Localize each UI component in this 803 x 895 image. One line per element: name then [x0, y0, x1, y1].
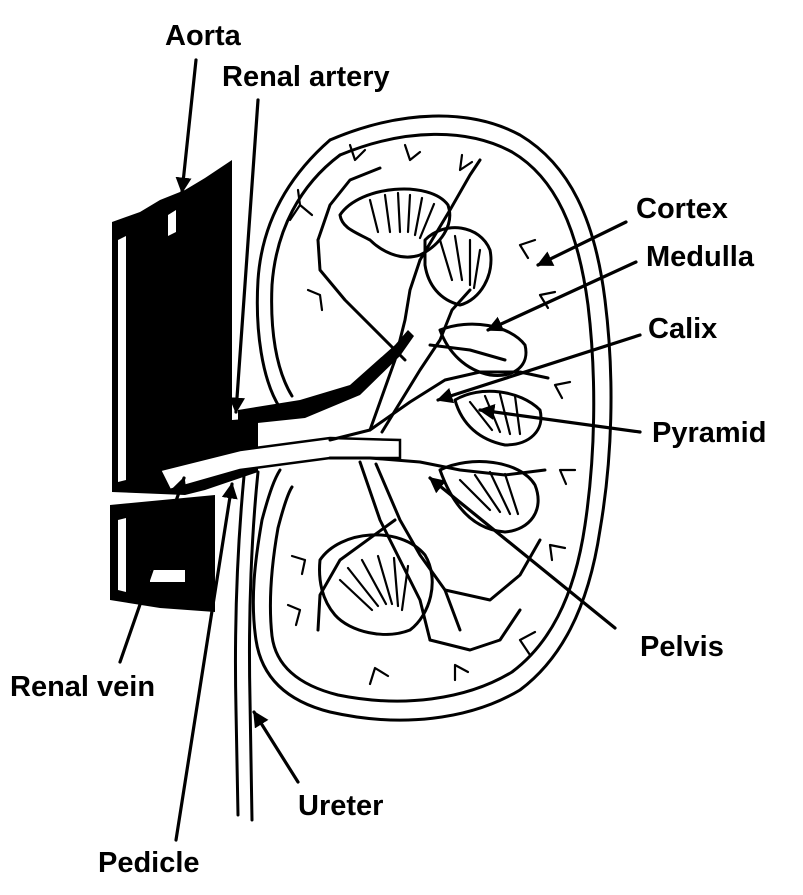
label-ureter: Ureter: [298, 790, 383, 822]
label-cortex: Cortex: [636, 193, 728, 225]
renal-vein-pointer: [118, 476, 187, 664]
pointer-lines: [118, 58, 642, 842]
kidney-capsule: [251, 114, 613, 722]
ureter-pointer: [252, 710, 300, 784]
label-medulla: Medulla: [646, 241, 755, 273]
label-renal-artery: Renal artery: [222, 61, 390, 93]
label-calix: Calix: [648, 313, 717, 345]
upper-pyramid: [338, 187, 493, 307]
ureter-tube: [233, 470, 260, 822]
aorta-vessel: [110, 160, 258, 612]
renal-artery-branch: [238, 330, 414, 425]
aorta-pointer: [175, 58, 198, 194]
pelvis-pointer: [428, 476, 617, 630]
label-pelvis: Pelvis: [640, 631, 724, 663]
renal-vein-vessel: [158, 436, 402, 492]
pyramid-pointer: [478, 404, 642, 434]
renal-artery-pointer: [229, 98, 260, 414]
lower-pyramid: [318, 460, 540, 636]
label-renal-vein: Renal vein: [10, 671, 155, 703]
cortex-pointer: [536, 220, 628, 267]
pedicle-pointer: [174, 482, 238, 842]
label-pyramid: Pyramid: [652, 417, 766, 449]
interlobular-vessels: [286, 143, 577, 686]
calix-pointer: [436, 333, 642, 404]
label-aorta: Aorta: [165, 20, 242, 52]
medulla-pointer: [486, 260, 638, 332]
renal-pelvis-branches: [316, 158, 550, 652]
label-pedicle: Pedicle: [98, 847, 200, 879]
